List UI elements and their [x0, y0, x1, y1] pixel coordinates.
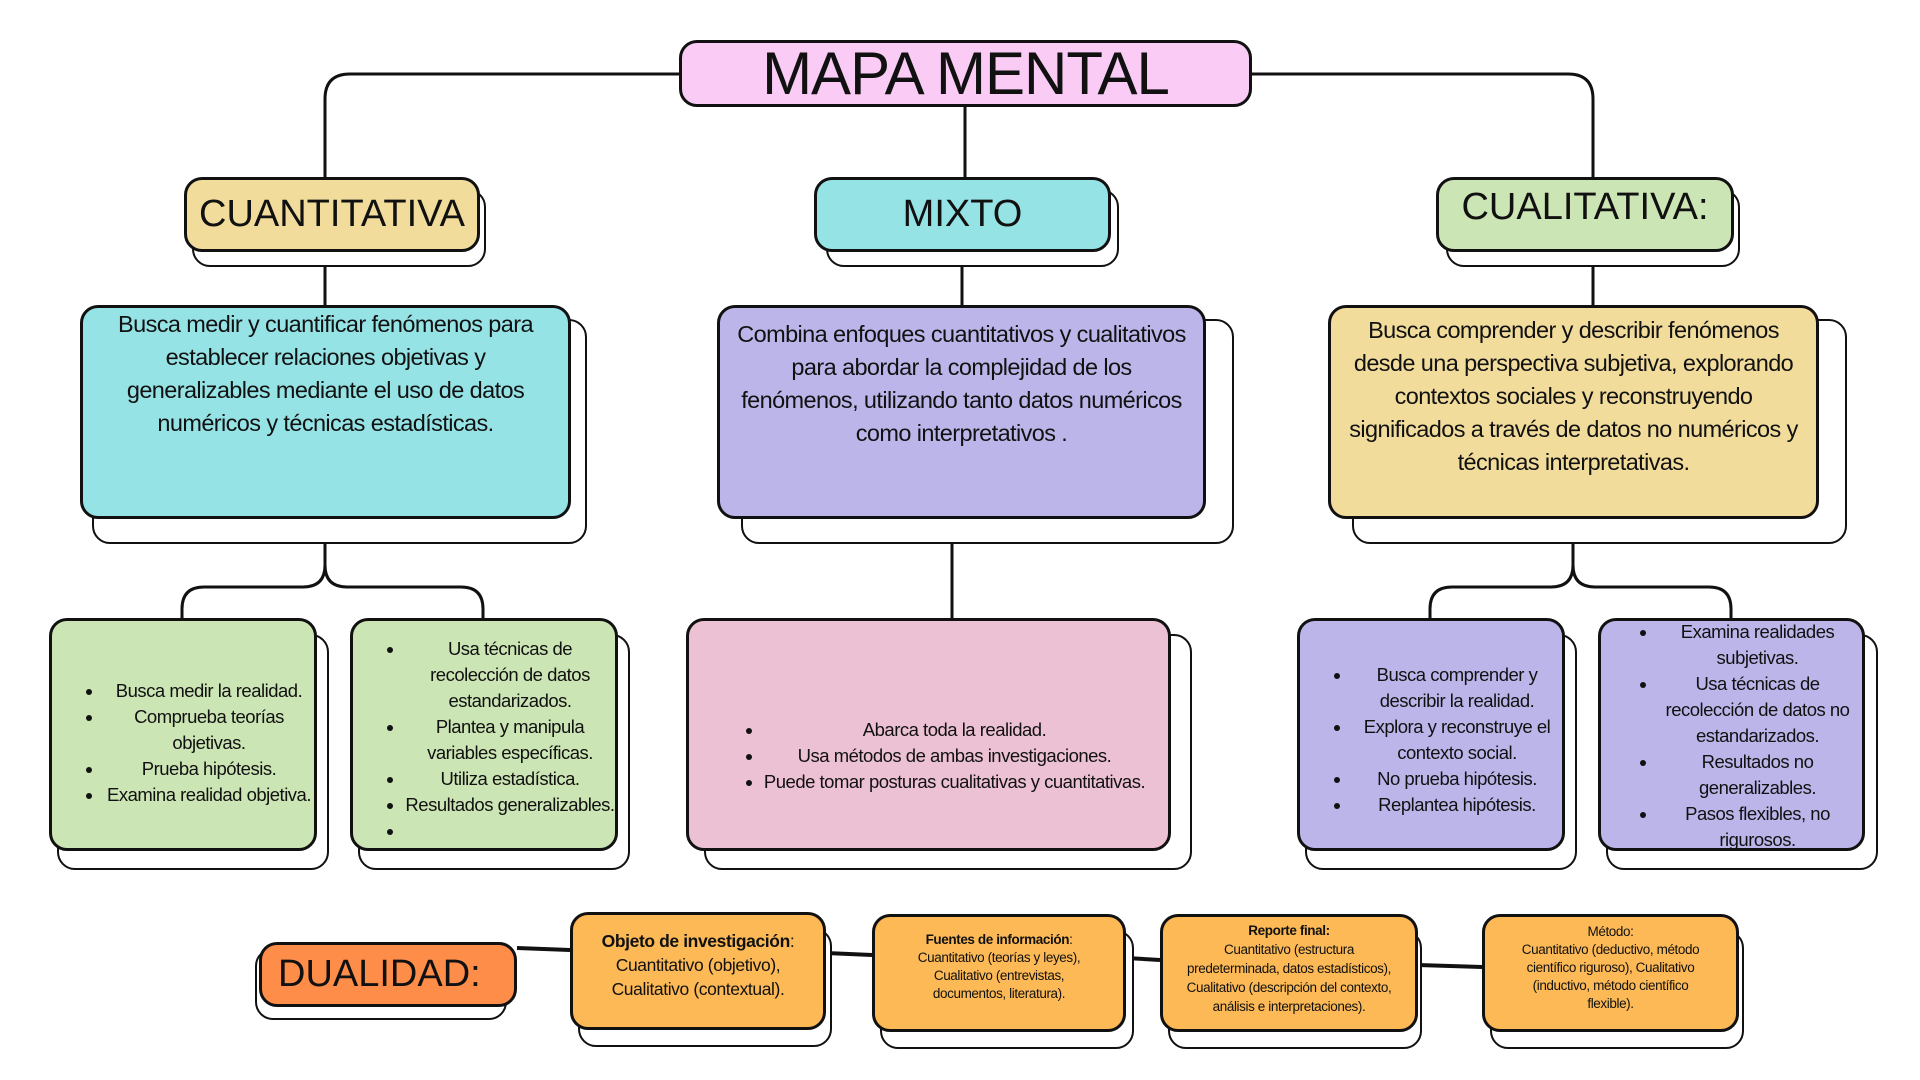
- list-item: Explora y reconstruye el contexto social…: [1352, 714, 1562, 766]
- link-title-cualitativa: [1252, 72, 1595, 177]
- link-cuantitativa-fork: [180, 540, 327, 618]
- cualitativa-list-left-box: Busca comprender y describir la realidad…: [1297, 618, 1577, 870]
- page-title: MAPA MENTAL: [679, 40, 1252, 107]
- list-item: Resultados generalizables.: [405, 792, 615, 818]
- list-item: Resultados no generalizables.: [1658, 749, 1858, 801]
- cualitativa-header: CUALITATIVA:: [1436, 177, 1740, 267]
- list-item: Plantea y manipula variables específicas…: [405, 714, 615, 766]
- dualidad-item-fuentes: Fuentes de información: Cuantitativo (te…: [872, 914, 1134, 1049]
- mixto-list-box: Abarca toda la realidad. Usa métodos de …: [686, 618, 1192, 870]
- list-item: Abarca toda la realidad.: [764, 717, 1145, 743]
- list-item: Pasos flexibles, no rigurosos.: [1658, 801, 1858, 849]
- cuantitativa-list-left: Busca medir la realidad. Comprueba teorí…: [52, 678, 314, 808]
- cualitativa-list-right: Examina realidades subjetivas. Usa técni…: [1606, 621, 1858, 849]
- dualidad-node: DUALIDAD:: [255, 942, 517, 1020]
- link-cualitativa-fork: [1428, 540, 1575, 618]
- cualitativa-list-right-box: Examina realidades subjetivas. Usa técni…: [1598, 618, 1878, 870]
- mixto-list: Abarca toda la realidad. Usa métodos de …: [712, 717, 1146, 795]
- dualidad-item-heading: Método:: [1587, 924, 1634, 939]
- cuantitativa-label: CUANTITATIVA: [184, 177, 480, 252]
- cuantitativa-list-right: Usa técnicas de recolección de datos est…: [353, 636, 615, 844]
- list-item: Examina realidades subjetivas.: [1658, 621, 1858, 671]
- mixto-header: MIXTO: [814, 177, 1119, 267]
- list-item: Usa técnicas de recolección de datos est…: [405, 636, 615, 714]
- dualidad-item-metodo: Método: Cuantitativo (deductivo, método …: [1482, 914, 1744, 1049]
- cualitativa-description: Busca comprender y describir fenómenos d…: [1328, 305, 1819, 519]
- cuantitativa-list-left-box: Busca medir la realidad. Comprueba teorí…: [49, 618, 329, 870]
- dualidad-item-heading: Fuentes de información: [925, 932, 1070, 947]
- dualidad-item-body: Cuantitativo (objetivo), Cualitativo (co…: [611, 955, 785, 999]
- cuantitativa-list-right-box: Usa técnicas de recolección de datos est…: [350, 618, 630, 870]
- list-item: Utiliza estadística.: [405, 766, 615, 792]
- cuantitativa-header: CUANTITATIVA: [184, 177, 486, 267]
- list-item: Usa técnicas de recolección de datos no …: [1658, 671, 1858, 749]
- dualidad-item-objeto: Objeto de investigación: Cuantitativo (o…: [570, 912, 832, 1047]
- cualitativa-list-left: Busca comprender y describir la realidad…: [1300, 662, 1562, 818]
- list-item: Busca medir la realidad.: [104, 678, 314, 704]
- dualidad-item-body: Cuantitativo (deductivo, método científi…: [1521, 942, 1700, 1011]
- list-item: Examina realidad objetiva.: [104, 782, 314, 808]
- title-node: MAPA MENTAL: [679, 40, 1252, 107]
- link-dualidad-chain: [516, 946, 1483, 969]
- link-title-cuantitativa: [323, 72, 679, 177]
- mixto-description-box: Combina enfoques cuantitativos y cualita…: [717, 305, 1234, 544]
- cuantitativa-description: Busca medir y cuantificar fenómenos para…: [80, 305, 571, 519]
- dualidad-item-body: Cuantitativo (teorías y leyes), Cualitat…: [917, 950, 1081, 1001]
- mixto-description: Combina enfoques cuantitativos y cualita…: [717, 305, 1206, 519]
- dualidad-item-reporte: Reporte final: Cuantitativo (estructura …: [1160, 914, 1422, 1049]
- list-item: Usa métodos de ambas investigaciones.: [764, 743, 1145, 769]
- list-item: Comprueba teorías objetivas.: [104, 704, 314, 756]
- list-item: Prueba hipótesis.: [104, 756, 314, 782]
- mixto-label: MIXTO: [814, 177, 1111, 252]
- list-item: Puede tomar posturas cualitativas y cuan…: [764, 769, 1146, 795]
- dualidad-item-body: Cuantitativo (estructura predeterminada,…: [1186, 942, 1392, 1014]
- cualitativa-label: CUALITATIVA:: [1436, 177, 1734, 252]
- dualidad-item-heading: Reporte final:: [1248, 923, 1330, 938]
- list-item: No prueba hipótesis.: [1352, 766, 1562, 792]
- list-item: Replantea hipótesis.: [1352, 792, 1562, 818]
- list-item: Busca comprender y describir la realidad…: [1352, 662, 1562, 714]
- dualidad-item-heading: Objeto de investigación: [601, 931, 791, 951]
- list-item: [405, 818, 615, 844]
- cualitativa-description-box: Busca comprender y describir fenómenos d…: [1328, 305, 1847, 544]
- cuantitativa-description-box: Busca medir y cuantificar fenómenos para…: [80, 305, 587, 544]
- dualidad-label: DUALIDAD:: [259, 942, 517, 1007]
